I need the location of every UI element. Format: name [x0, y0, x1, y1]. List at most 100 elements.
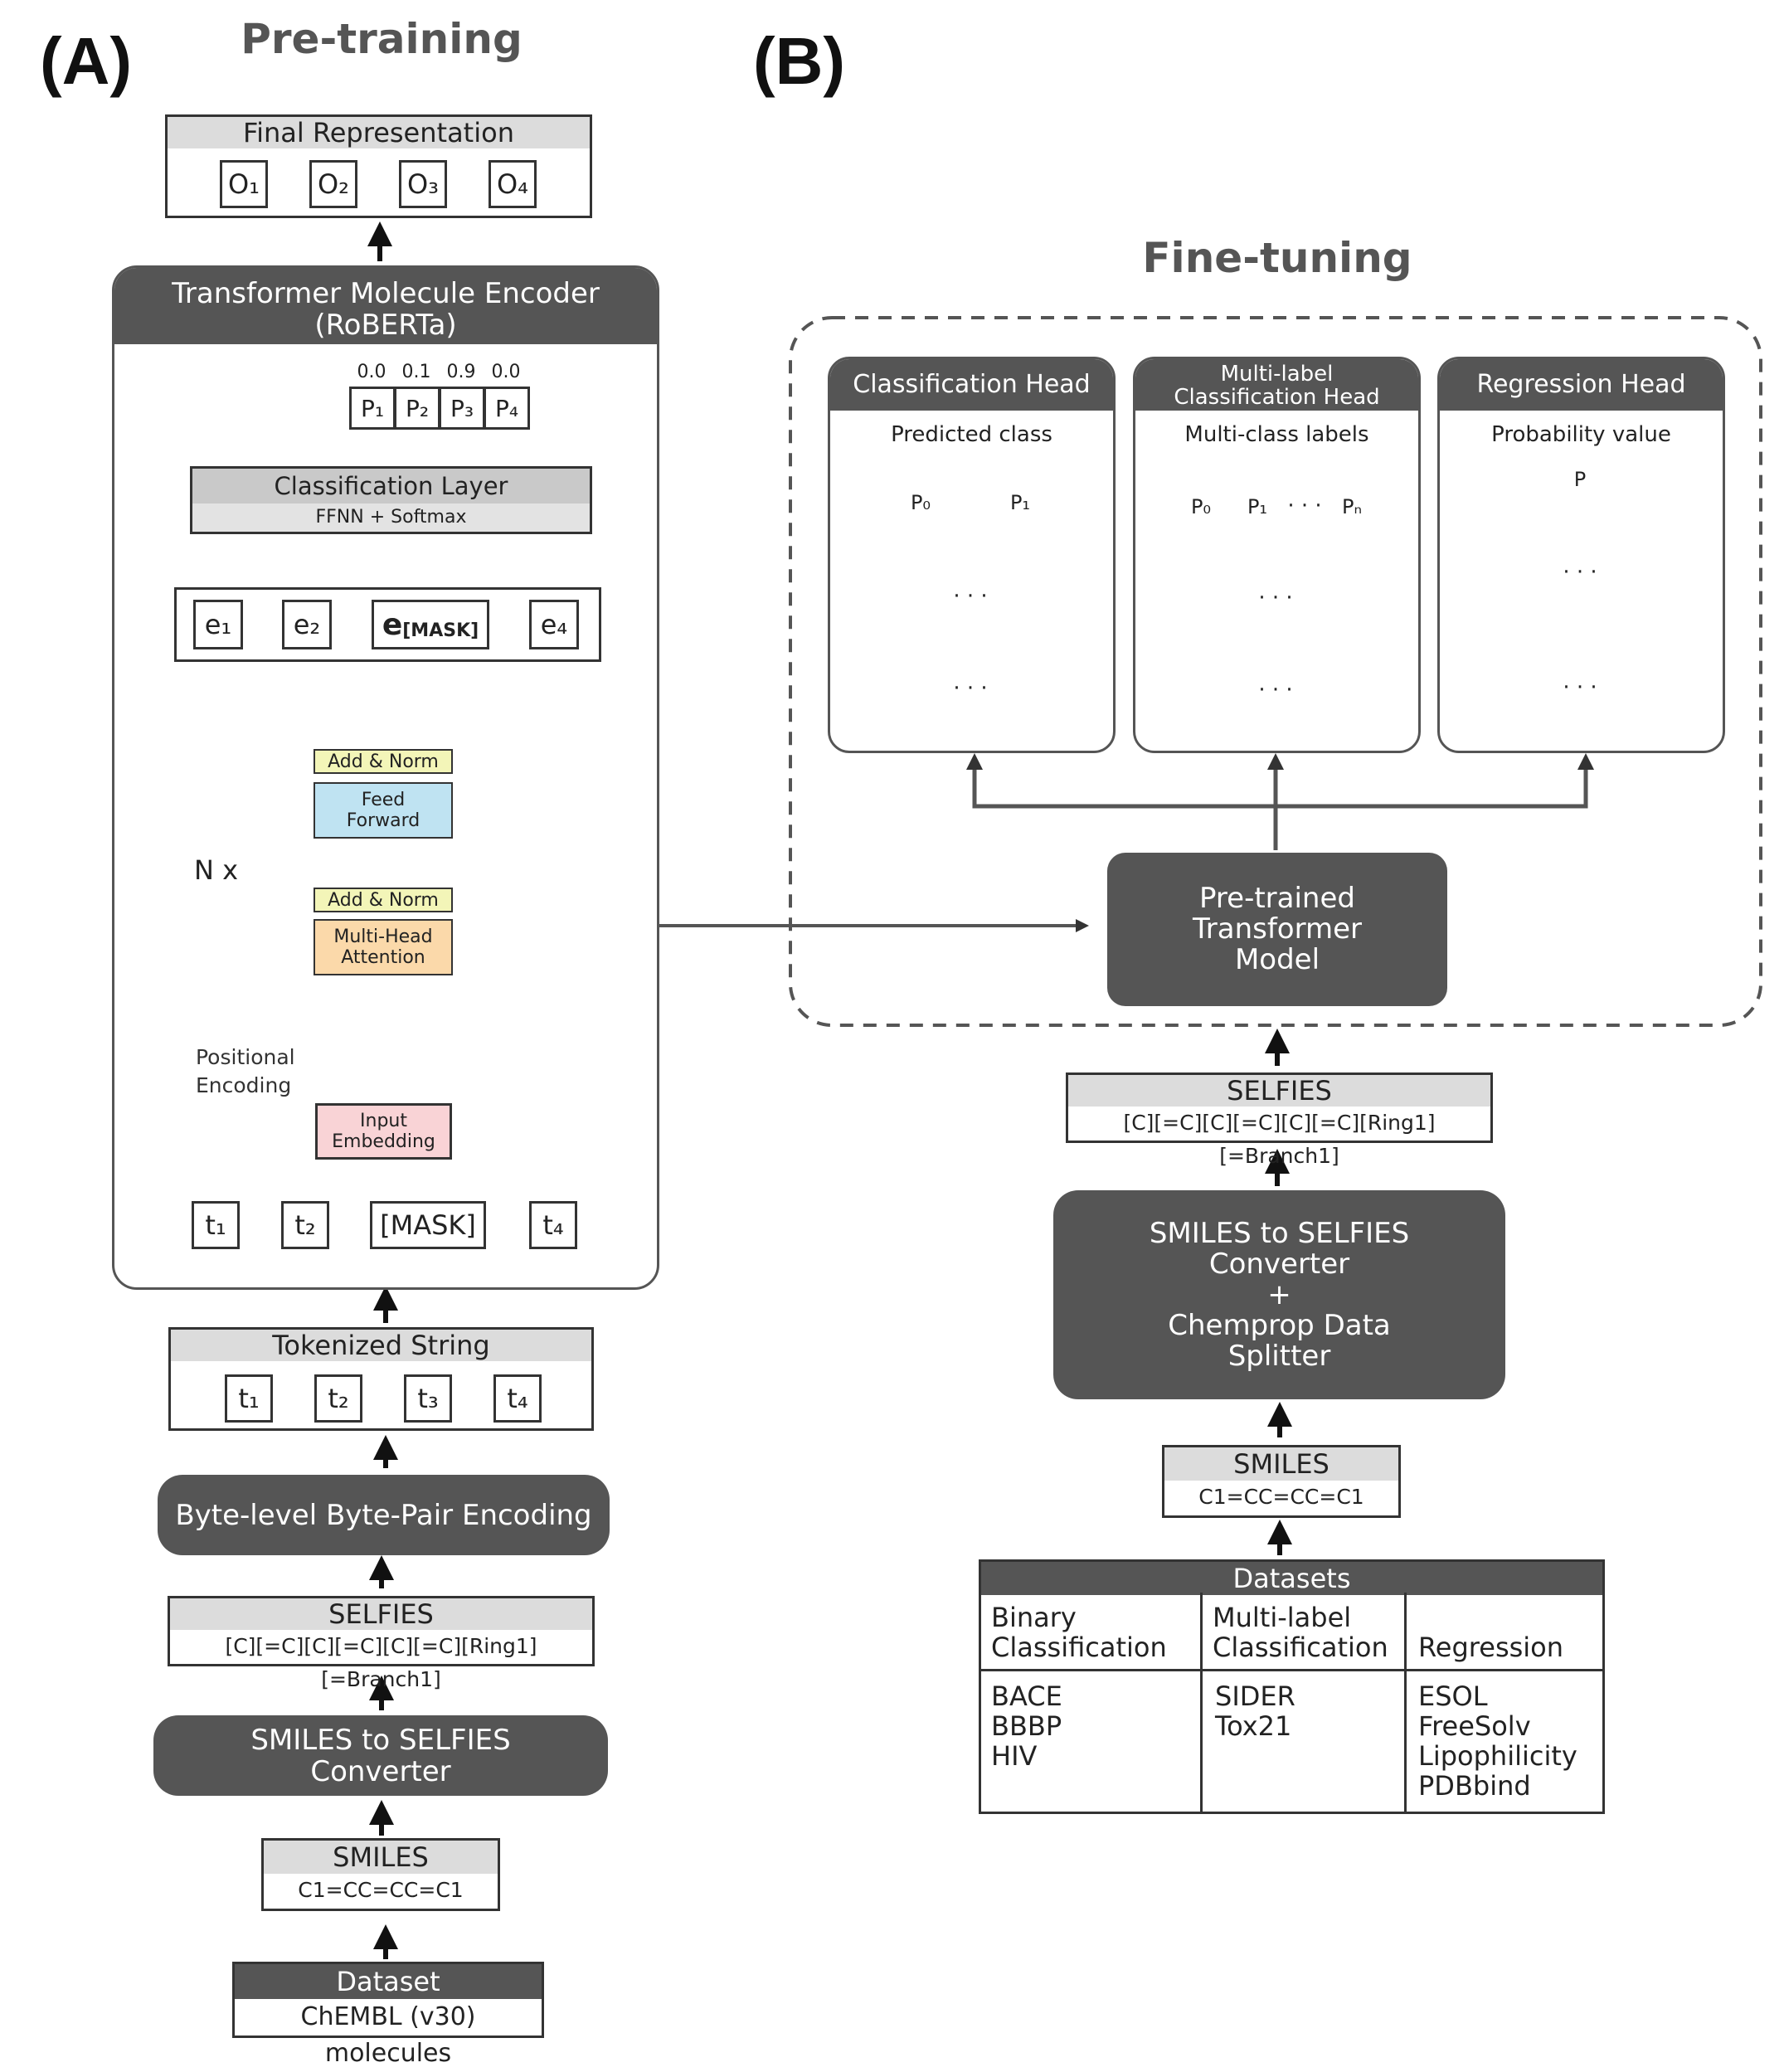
smiles-box-b: SMILES C1=CC=CC=C1 — [1162, 1445, 1401, 1518]
regression-head-title: Regression Head — [1440, 359, 1723, 411]
smiles-value-b: C1=CC=CC=C1 — [1198, 1485, 1364, 1509]
node-label-pn: Pₙ — [1341, 495, 1363, 518]
dataset-item: ESOL — [1418, 1680, 1488, 1712]
multilabel-head-card: Multi-label Classification Head Multi-cl… — [1133, 357, 1421, 753]
converter-b-line1: SMILES to SELFIES — [1149, 1216, 1410, 1250]
input-embedding: Input Embedding — [315, 1103, 452, 1160]
selfies-title-a: SELFIES — [170, 1598, 592, 1630]
prob-token: P₂ — [394, 387, 440, 430]
selfies-value-a: [C][=C][C][=C][C][=C][Ring1][=Branch1] — [225, 1634, 537, 1691]
datasets-divider — [1404, 1593, 1407, 1812]
dataset-item: BBBP — [991, 1710, 1062, 1742]
regression-head-output: Probability value — [1491, 422, 1671, 447]
input-token: t₄ — [529, 1201, 577, 1249]
dataset-item: FreeSolv — [1418, 1710, 1531, 1742]
node-label-p: P — [1573, 468, 1587, 491]
col1-h2: Classification — [991, 1632, 1167, 1663]
finetuning-arrows — [966, 753, 1594, 850]
dataset-item: Tox21 — [1215, 1710, 1292, 1742]
mha-line1: Multi-Head — [333, 927, 433, 947]
classification-head-card: Classification Head Predicted class — [828, 357, 1116, 753]
datasets-col2-list: SIDER Tox21 — [1215, 1681, 1295, 1741]
feed-forward-line1: Feed — [361, 790, 406, 810]
input-embedding-line1: Input — [360, 1111, 407, 1131]
encoder-subtitle: (RoBERTa) — [314, 309, 457, 342]
ellipsis-dots: · · · — [1563, 560, 1597, 585]
converter-a-line2: Converter — [310, 1754, 451, 1788]
multilabel-head-header: Multi-label Classification Head — [1135, 359, 1418, 411]
ellipsis-dots: · · · — [1258, 678, 1293, 703]
mha-line2: Attention — [341, 947, 425, 968]
encoder-title: Transformer Molecule Encoder — [172, 277, 600, 310]
dataset-item: PDBbind — [1418, 1770, 1531, 1802]
converter-b-line2: Converter — [1208, 1247, 1350, 1281]
add-norm-top: Add & Norm — [314, 749, 453, 774]
selfies-value-b: [C][=C][C][=C][C][=C][Ring1][=Branch1] — [1123, 1111, 1436, 1168]
smiles-value-a: C1=CC=CC=C1 — [298, 1878, 464, 1902]
pretrained-line2: Transformer — [1192, 912, 1363, 946]
positional-encoding-line1: Positional — [196, 1045, 295, 1069]
pretrained-line3: Model — [1234, 943, 1320, 976]
add-norm-bottom: Add & Norm — [314, 888, 453, 912]
finetuning-frame — [789, 316, 1762, 1027]
pretrained-model-box: Pre-trained Transformer Model — [1107, 853, 1447, 1006]
smiles-title-a: SMILES — [264, 1841, 498, 1874]
datasets-col1-header: Binary Classification — [991, 1603, 1167, 1662]
datasets-col2-header: Multi-label Classification — [1213, 1603, 1388, 1662]
selfies-box-a: SELFIES [C][=C][C][=C][C][=C][Ring1][=Br… — [168, 1596, 595, 1691]
selfies-box-b: SELFIES [C][=C][C][=C][C][=C][Ring1][=Br… — [1066, 1072, 1493, 1168]
input-mask-token: [MASK] — [370, 1201, 486, 1249]
datasets-title: Datasets — [981, 1562, 1602, 1595]
dataset-item: HIV — [991, 1740, 1038, 1772]
node-label-p0: P₀ — [910, 491, 931, 514]
finetuning-title: Fine-tuning — [1142, 234, 1412, 282]
multilabel-head-output: Multi-class labels — [1184, 422, 1369, 447]
multi-head-attention: Multi-Head Attention — [314, 919, 453, 975]
smiles-box-a: SMILES C1=CC=CC=C1 — [261, 1838, 500, 1911]
feed-forward-line2: Forward — [346, 810, 420, 831]
mask-embedding-token: e[MASK] — [372, 600, 489, 649]
prob-value: 0.9 — [446, 362, 476, 382]
token: t₁ — [225, 1374, 273, 1423]
node-label-p1: P₁ — [1009, 491, 1031, 514]
mask-embedding-e: e — [382, 607, 403, 642]
node-label-p1: P₁ — [1247, 495, 1268, 518]
feed-forward: Feed Forward — [314, 782, 453, 839]
regression-head-card: Regression Head Probability value — [1437, 357, 1725, 753]
input-embedding-line2: Embedding — [332, 1131, 435, 1152]
pretrained-line1: Pre-trained — [1199, 882, 1355, 915]
dataset-box-a: Dataset ChEMBL (v30) molecules — [232, 1962, 544, 2068]
prob-value: 0.1 — [401, 362, 431, 382]
panel-a-label: (A) — [40, 24, 133, 98]
panel-b-label: (B) — [753, 24, 846, 98]
ellipsis-dots: · · · — [1258, 586, 1293, 610]
classification-layer-title: Classification Layer — [192, 469, 590, 503]
input-token: t₂ — [281, 1201, 329, 1249]
converter-box-a: SMILES to SELFIES Converter — [153, 1715, 608, 1796]
classification-head-title: Classification Head — [830, 359, 1113, 411]
prob-token: P₁ — [349, 387, 396, 430]
col2-h2: Classification — [1213, 1632, 1388, 1663]
datasets-table: Datasets — [979, 1559, 1605, 1814]
datasets-col3-list: ESOL FreeSolv Lipophilicity PDBbind — [1418, 1681, 1577, 1801]
node-label-p0: P₀ — [1190, 495, 1212, 518]
classification-layer-subtitle: FFNN + Softmax — [192, 503, 590, 532]
encoder-header: Transformer Molecule Encoder (RoBERTa) — [114, 268, 657, 344]
prob-token: P₃ — [439, 387, 485, 430]
datasets-divider — [980, 1669, 1603, 1671]
converter-b-line3: + — [1267, 1277, 1291, 1311]
tokenized-string-title: Tokenized String — [171, 1330, 591, 1361]
ellipsis-dots: · · · — [953, 676, 988, 701]
col1-h1: Binary — [991, 1602, 1077, 1633]
n-times-label: N x — [194, 854, 239, 886]
pretraining-arrows — [367, 221, 398, 1959]
datasets-col1-list: BACE BBBP HIV — [991, 1681, 1062, 1771]
token: t₃ — [404, 1374, 452, 1423]
converter-b-line5: Splitter — [1227, 1339, 1331, 1373]
multilabel-head-title-1: Multi-label — [1220, 362, 1334, 387]
dataset-item: Lipophilicity — [1418, 1740, 1577, 1772]
embedding-token: e₂ — [282, 600, 332, 649]
finetuning-pipeline-arrows — [1265, 1029, 1292, 1555]
token: t₄ — [493, 1374, 542, 1423]
final-representation-title: Final Representation — [168, 117, 590, 148]
